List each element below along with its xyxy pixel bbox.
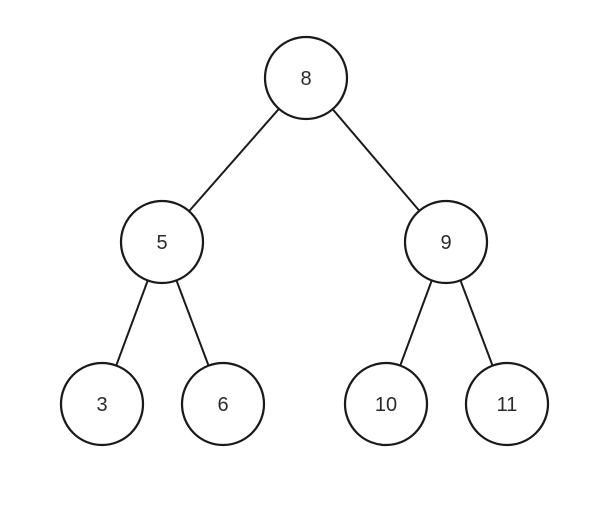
node-circle — [119, 199, 205, 285]
node-label: 8 — [300, 68, 311, 90]
tree-node: 3 — [59, 361, 145, 447]
tree-node: 11 — [464, 361, 550, 447]
node-label: 10 — [375, 394, 397, 416]
tree-node: 8 — [263, 35, 349, 121]
node-circle — [464, 361, 550, 447]
node-label: 9 — [440, 232, 451, 254]
tree-node: 9 — [403, 199, 489, 285]
node-label: 6 — [217, 394, 228, 416]
node-label: 5 — [156, 232, 167, 254]
node-label: 11 — [497, 394, 518, 416]
node-circle — [263, 35, 349, 121]
nodes-layer: 8 5 9 3 6 10 11 — [59, 35, 550, 447]
tree-node: 6 — [180, 361, 266, 447]
node-circle — [180, 361, 266, 447]
node-circle — [59, 361, 145, 447]
tree-node: 5 — [119, 199, 205, 285]
node-circle — [403, 199, 489, 285]
node-label: 3 — [96, 394, 107, 416]
tree-node: 10 — [343, 361, 429, 447]
node-circle — [343, 361, 429, 447]
